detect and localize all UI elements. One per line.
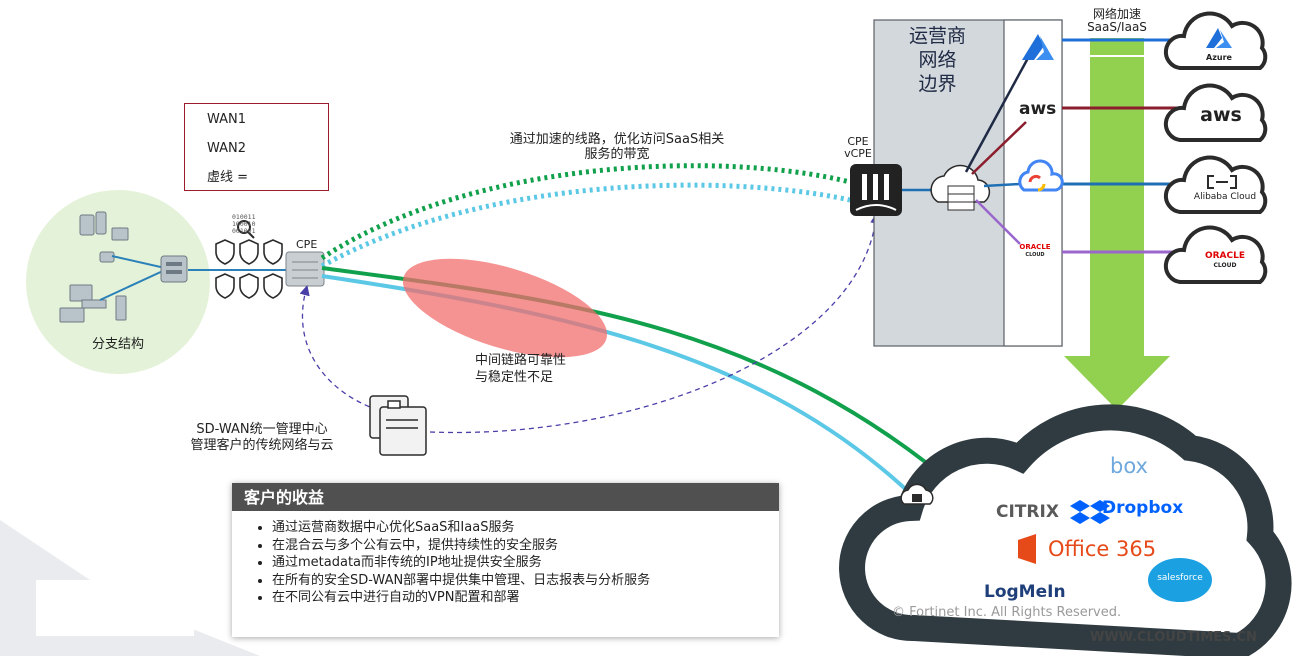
magnifier-icon [237,220,255,239]
copyright-text: © Fortinet Inc. All Rights Reserved. [892,605,1122,620]
carrier-edge-title: 运营商网络边界 [908,25,966,95]
cpe-left-device-icon [285,251,325,287]
benefit-item: 通过运营商数据中心优化SaaS和IaaS服务 [272,519,779,537]
branch-links [99,255,166,301]
provider-clouds [1163,11,1268,284]
unreliable-zone [402,258,608,358]
aws-column-logo: aws [1019,99,1057,119]
alibaba-cloud-label: Alibaba Cloud [1193,192,1257,202]
vcpe-device-icon [850,164,902,216]
cloud-lock-icon [900,483,934,505]
wan2-link [321,274,917,500]
accelerated-annotation: 通过加速的线路，优化访问SaaS相关服务的带宽 [509,132,725,162]
alibaba-cloud-logo-icon [1207,175,1237,189]
dropbox-logo-icon [1070,500,1110,524]
benefit-item: 在混合云与多个公有云中，提供持续性的安全服务 [272,537,779,555]
benefit-item: 在不同公有云中进行自动的VPN配置和部署 [272,589,779,607]
benefits-list: 通过运营商数据中心优化SaaS和IaaS服务 在混合云与多个公有云中，提供持续性… [232,519,779,607]
cpe-left-label: CPE [296,238,318,251]
aws-cloud-label: aws [1200,104,1242,126]
salesforce-logo-icon [1148,558,1212,602]
benefit-item: 通过metadata而非传统的IP地址提供安全服务 [272,554,779,572]
security-services-icons [215,239,283,299]
watermark-text: WWW.CLOUDTIMES.CN [1090,630,1257,645]
azure-cloud-label: Azure [1206,53,1232,62]
switch-icon [160,255,188,283]
alibaba-google-logo-icon [1018,159,1064,192]
wan1-accelerated-link [320,163,851,261]
legend-dashed-label: 虚线 = [207,170,249,185]
citrix-logo: CITRIX [996,502,1059,522]
background-blank [36,580,194,636]
legend-wan1-label: WAN1 [207,112,247,127]
salesforce-logo: salesforce [1157,573,1203,583]
branch-circle [26,190,210,374]
benefits-title: 客户的收益 [232,483,779,511]
carrier-provider-links [964,57,1030,245]
unreliable-annotation: 中间链路可靠性与稳定性不足 [475,353,567,385]
benefits-panel: 客户的收益 通过运营商数据中心优化SaaS和IaaS服务 在混合云与多个公有云中… [232,483,779,637]
logmein-logo: LogMeIn [984,582,1066,602]
office-logo-icon [1018,534,1036,564]
branch-devices-icon [59,211,129,323]
acceleration-arrow [1064,38,1170,410]
management-annotation: SD-WAN统一管理中心管理客户的传统网络与云 [190,422,334,453]
legend-box: WAN1 WAN2 虚线 = IPsec [184,103,329,191]
dropbox-logo: Dropbox [1102,498,1184,518]
azure-logo-icon [1022,34,1054,60]
management-center-icon [369,395,427,456]
azure-cloud-logo-icon [1206,28,1232,48]
legend-wan2-label: WAN2 [207,141,247,156]
box-logo: box [1110,454,1148,478]
legend-ipsec-label: IPsec [274,168,292,176]
branch-label: 分支结构 [91,337,144,352]
office-logo: Office 365 [1048,537,1157,561]
benefit-item: 在所有的安全SD-WAN部署中提供集中管理、日志报表与分析服务 [272,572,779,590]
wan2-accelerated-link [320,182,851,269]
carrier-cloud-icon [930,164,991,211]
